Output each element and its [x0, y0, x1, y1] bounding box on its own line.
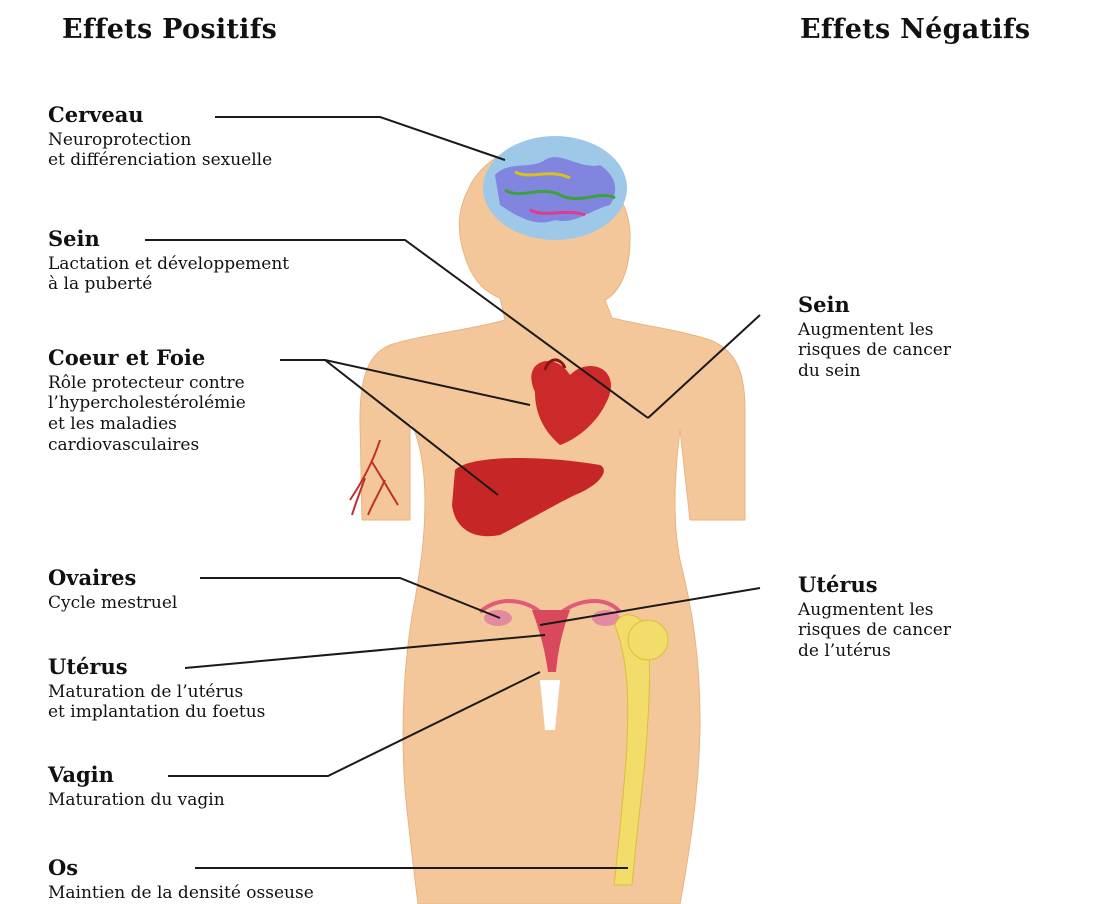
label-coeur-foie: Coeur et Foie Rôle protecteur contre l’h…: [48, 345, 246, 456]
label-os-title: Os: [48, 855, 314, 881]
label-vagin: Vagin Maturation du vagin: [48, 762, 225, 810]
label-vagin-title: Vagin: [48, 762, 225, 788]
brain-organ: [483, 136, 627, 240]
label-coeur-foie-title: Coeur et Foie: [48, 345, 246, 371]
label-uterus-negative-desc: Augmentent les risques de cancer de l’ut…: [798, 600, 951, 662]
label-vagin-desc: Maturation du vagin: [48, 790, 225, 811]
label-sein-negative: Sein Augmentent les risques de cancer du…: [798, 292, 951, 382]
label-coeur-foie-desc: Rôle protecteur contre l’hypercholestéro…: [48, 373, 246, 456]
label-uterus-positive-title: Utérus: [48, 654, 265, 680]
label-ovaires: Ovaires Cycle mestruel: [48, 565, 177, 613]
label-cerveau-title: Cerveau: [48, 102, 272, 128]
label-uterus-positive-desc: Maturation de l’utérus et implantation d…: [48, 682, 265, 723]
label-sein-positive-title: Sein: [48, 226, 289, 252]
body-silhouette: [360, 147, 745, 904]
label-os: Os Maintien de la densité osseuse: [48, 855, 314, 903]
label-os-desc: Maintien de la densité osseuse: [48, 883, 314, 904]
label-sein-negative-desc: Augmentent les risques de cancer du sein: [798, 320, 951, 382]
label-uterus-negative: Utérus Augmentent les risques de cancer …: [798, 572, 951, 662]
label-uterus-positive: Utérus Maturation de l’utérus et implant…: [48, 654, 265, 723]
label-cerveau: Cerveau Neuroprotection et différenciati…: [48, 102, 272, 171]
label-sein-negative-title: Sein: [798, 292, 951, 318]
label-sein-positive: Sein Lactation et développement à la pub…: [48, 226, 289, 295]
label-cerveau-desc: Neuroprotection et différenciation sexue…: [48, 130, 272, 171]
label-sein-positive-desc: Lactation et développement à la puberté: [48, 254, 289, 295]
label-uterus-negative-title: Utérus: [798, 572, 951, 598]
label-ovaires-title: Ovaires: [48, 565, 177, 591]
label-ovaires-desc: Cycle mestruel: [48, 593, 177, 614]
